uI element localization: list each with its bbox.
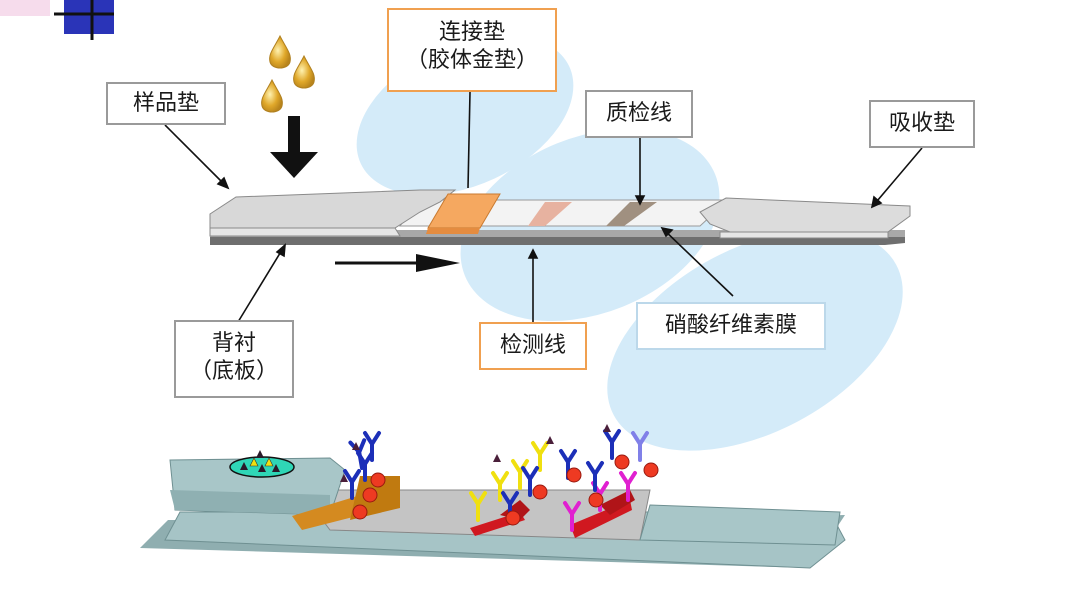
- control-line-antibodies: [563, 424, 659, 532]
- corner-decoration: [0, 0, 114, 40]
- nitrocellulose-membrane-label: 硝酸纤维素膜: [636, 302, 826, 350]
- pointer-lines: [164, 91, 923, 323]
- test-line-label-text: 检测线: [499, 333, 566, 358]
- conjugate-antibodies: [340, 431, 386, 520]
- control-line: [606, 202, 657, 226]
- backing-label-line2: （底板）: [189, 359, 278, 384]
- bottom-absorbent-pad: [639, 504, 841, 546]
- control-line-label: 质检线: [585, 90, 693, 138]
- sample-pad: [209, 189, 457, 229]
- sample-pad-label-text: 样品垫: [132, 91, 199, 116]
- conjugate-pad-label: 连接垫 （胶体金垫）: [387, 8, 557, 92]
- test-line-antibodies: [469, 436, 582, 526]
- conjugate-pad-label-line1: 连接垫: [438, 20, 505, 45]
- sample-pad-label: 样品垫: [106, 82, 226, 125]
- sample-drops-icon: [261, 34, 315, 113]
- sample-spot-icon: [229, 450, 295, 478]
- test-line-label: 检测线: [479, 322, 587, 370]
- backing-label: 背衬 （底板）: [174, 320, 294, 398]
- flow-arrow-icon: [335, 254, 460, 272]
- backing-label-line1: 背衬: [211, 331, 256, 356]
- absorbent-pad-label-text: 吸收垫: [888, 111, 955, 136]
- down-arrow-icon: [270, 116, 318, 178]
- nitrocellulose-membrane-label-text: 硝酸纤维素膜: [664, 313, 797, 338]
- absorbent-pad-label: 吸收垫: [869, 100, 975, 148]
- test-line: [528, 202, 572, 226]
- test-strip: [209, 189, 911, 245]
- control-line-label-text: 质检线: [605, 101, 672, 126]
- conjugate-pad-label-line2: （胶体金垫）: [405, 48, 538, 73]
- molecular-strip: [140, 457, 846, 569]
